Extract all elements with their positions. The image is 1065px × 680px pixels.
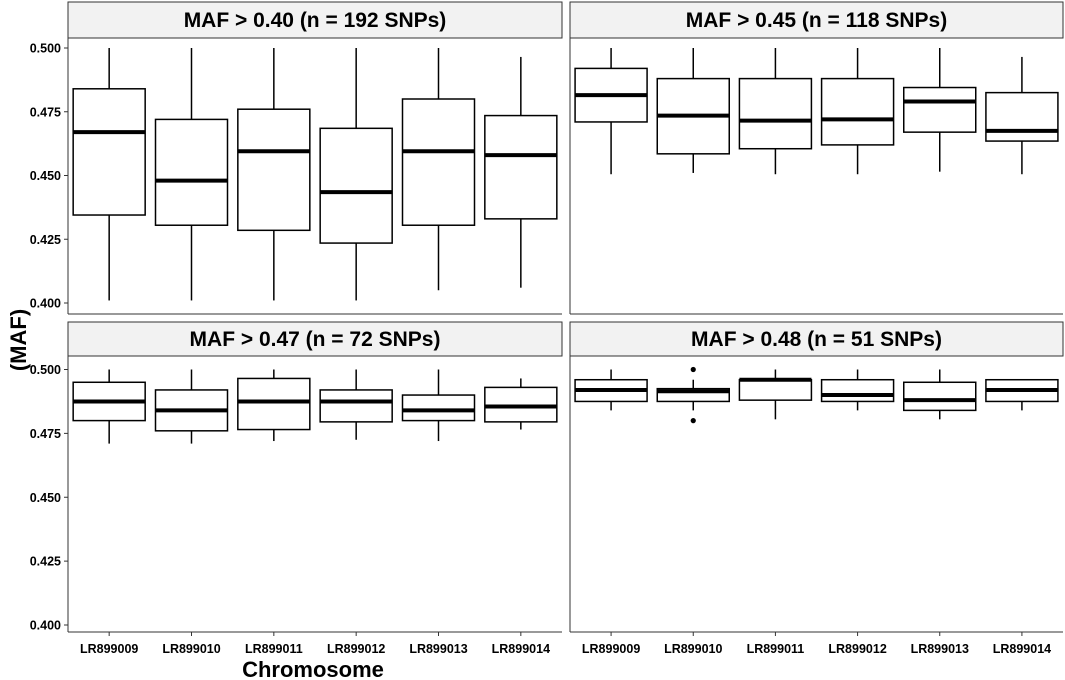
box-iqr [903,381,977,412]
outlier-point [690,418,696,424]
box [903,369,977,420]
box-iqr [237,377,311,431]
x-tick-label: LR899009 [80,642,138,656]
x-tick-label: LR899012 [327,642,385,656]
box [738,369,813,420]
box [401,48,476,291]
box [154,48,229,301]
box [237,369,311,442]
x-axis-title: Chromosome [242,657,384,680]
x-tick-label: LR899013 [409,642,467,656]
outlier-point [690,366,696,373]
box [484,378,558,430]
box [237,48,311,301]
y-tick-label: 0.450 [30,169,61,183]
x-tick-label: LR899011 [747,642,805,656]
box-iqr [237,108,311,232]
box [484,56,558,288]
box [574,48,648,175]
box-iqr [484,114,558,220]
box-iqr [401,394,476,422]
box [401,369,476,442]
box [738,48,813,175]
box-iqr [820,378,895,403]
y-axis-title: (MAF) [6,309,31,371]
box [319,48,393,301]
facet-panel: MAF > 0.47 (n = 72 SNPs) 0.400 0.425 0.450 0… [30,321,563,656]
y-tick-label: 0.450 [30,491,61,505]
y-tick-label: 0.400 [30,619,61,633]
facet-panels: MAF > 0.40 (n = 192 SNPs) 0.400 0.425 0.450… [30,1,1064,656]
box [820,369,895,411]
box [820,48,895,175]
facet-title: MAF > 0.45 (n = 118 SNPs) [686,9,947,32]
facet-panel: MAF > 0.40 (n = 192 SNPs) 0.400 0.425 0.450… [30,1,563,315]
facet-strip [569,1,1064,39]
box-iqr [738,77,813,150]
box-iqr [401,98,476,226]
y-tick-label: 0.425 [30,555,61,569]
box-iqr [985,91,1059,142]
y-tick-label: 0.475 [30,105,61,119]
box [656,48,730,173]
y-tick-label: 0.500 [30,363,61,377]
box [985,378,1059,411]
x-tick-label: LR899011 [245,642,303,656]
box-iqr [72,88,146,216]
facet-panel: MAF > 0.45 (n = 118 SNPs) [569,1,1064,315]
facet-panel: MAF > 0.48 (n = 51 SNPs) LR899009 LR899010… [569,321,1064,656]
box [72,369,146,444]
box [903,48,977,172]
x-tick-label: LR899010 [162,642,220,656]
box-iqr [738,378,813,401]
x-tick-label: LR899014 [993,642,1051,656]
facet-strip [67,321,563,357]
box [72,48,146,301]
box [319,369,393,440]
facet-title: MAF > 0.47 (n = 72 SNPs) [190,328,441,351]
box-iqr [319,389,393,423]
box-iqr [319,127,393,244]
box-iqr [154,118,229,226]
x-tick-label: LR899014 [492,642,550,656]
x-tick-label: LR899009 [582,642,640,656]
box [656,366,730,424]
facet-strip [569,321,1064,357]
box [985,56,1059,175]
facet-title: MAF > 0.48 (n = 51 SNPs) [691,328,942,351]
y-tick-label: 0.500 [30,42,61,56]
facet-strip [67,1,563,39]
box-iqr [903,86,977,133]
y-tick-label: 0.425 [30,233,61,247]
box-iqr [820,77,895,146]
facet-title: MAF > 0.40 (n = 192 SNPs) [184,9,447,32]
box [154,369,229,444]
y-tick-label: 0.400 [30,297,61,311]
x-tick-label: LR899010 [664,642,722,656]
x-tick-label: LR899013 [911,642,969,656]
y-tick-label: 0.475 [30,427,61,441]
x-tick-label: LR899012 [828,642,886,656]
box [574,369,648,411]
